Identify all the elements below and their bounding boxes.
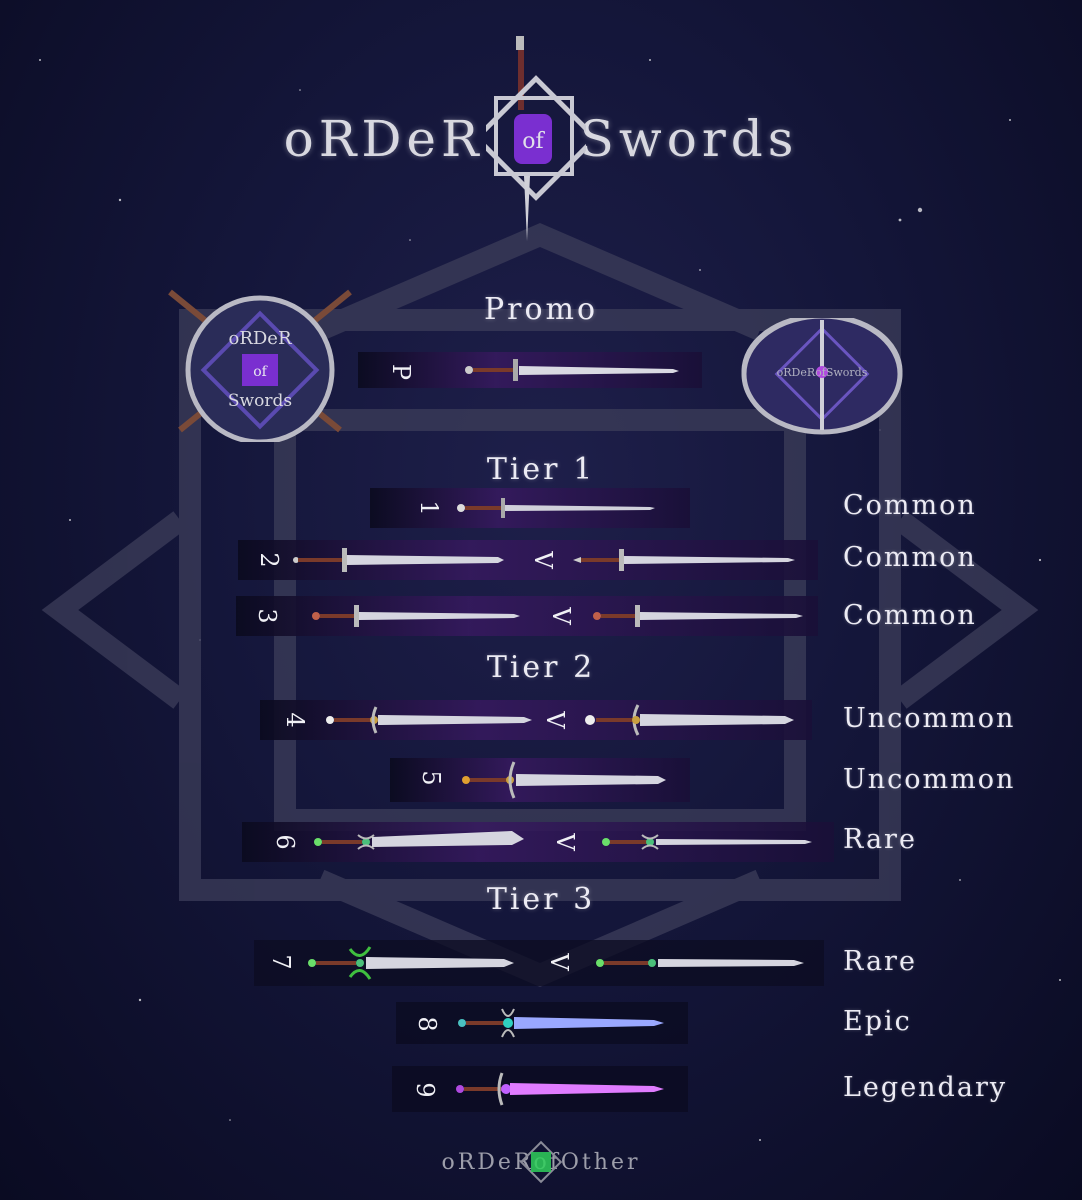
title-logo: oRDeR Swords	[0, 110, 1082, 168]
title-right: Swords	[579, 110, 799, 168]
row-4-variant: V	[541, 711, 569, 729]
sword-row-9: 9	[392, 1066, 688, 1112]
row-2-variant: V	[529, 551, 557, 569]
left-emblem: oRDeR of Swords	[168, 289, 352, 442]
row-3-variant: V	[547, 607, 575, 625]
sword-row-8: 8	[396, 1002, 688, 1044]
sword-8	[458, 1008, 664, 1038]
sword-7	[308, 946, 514, 980]
row-2-rarity: Common	[843, 542, 977, 573]
title-middle: of	[522, 129, 545, 154]
title-left: oRDeR	[283, 110, 484, 168]
sword-row-5: 5	[390, 758, 690, 802]
row-3-number: 3	[253, 608, 281, 624]
left-emblem-line2: of	[253, 364, 268, 380]
sword-row-6: 6 V	[242, 822, 834, 862]
promo-row: P	[358, 352, 702, 388]
right-emblem: oRDeRofSwords	[741, 318, 903, 435]
row-4-rarity: Uncommon	[843, 703, 1016, 734]
right-emblem-text: oRDeRofSwords	[777, 366, 868, 379]
promo-tag: P	[387, 363, 415, 381]
sword-6-variant	[602, 834, 812, 850]
sword-3	[312, 605, 520, 627]
sword-7-variant	[596, 959, 804, 967]
left-emblem-line3: Swords	[228, 391, 292, 411]
sword-row-1: 1	[370, 488, 690, 528]
sword-2	[293, 548, 504, 572]
sword-4-variant	[585, 704, 794, 736]
row-4-number: 4	[281, 712, 309, 728]
row-5-rarity: Uncommon	[843, 764, 1016, 795]
row-8-rarity: Epic	[843, 1006, 912, 1037]
footer-emblem-gem	[519, 1140, 563, 1184]
promo-heading: Promo	[483, 292, 599, 327]
promo-sword	[465, 359, 679, 381]
sword-6	[314, 831, 524, 850]
row-6-rarity: Rare	[843, 824, 917, 855]
tier-1-heading: Tier 1	[486, 452, 596, 487]
sword-2-variant	[573, 549, 795, 571]
sword-row-3: 3 V	[236, 596, 818, 636]
row-6-variant: V	[551, 833, 579, 851]
sword-4	[326, 706, 532, 734]
sword-1	[457, 498, 655, 518]
sword-row-4: 4 V	[260, 700, 812, 740]
row-5-number: 5	[417, 770, 445, 786]
row-7-number: 7	[267, 954, 295, 970]
left-emblem-line1: oRDeR	[228, 328, 291, 349]
row-1-number: 1	[415, 500, 443, 516]
title-emblem: of	[486, 36, 586, 241]
sword-row-2: 2 V	[238, 540, 818, 580]
sword-9	[456, 1072, 664, 1106]
sword-5	[462, 761, 666, 799]
row-9-number: 9	[411, 1082, 439, 1098]
row-7-variant: V	[545, 953, 573, 971]
row-3-rarity: Common	[843, 600, 977, 631]
tier-2-heading: Tier 2	[486, 650, 596, 685]
row-8-number: 8	[413, 1016, 441, 1032]
row-6-number: 6	[271, 834, 299, 850]
row-2-number: 2	[255, 552, 283, 568]
sword-row-7: 7 V	[254, 940, 824, 986]
row-7-rarity: Rare	[843, 946, 917, 977]
tier-3-heading: Tier 3	[486, 882, 596, 917]
row-1-rarity: Common	[843, 490, 977, 521]
row-9-rarity: Legendary	[843, 1072, 1008, 1103]
sword-3-variant	[593, 605, 803, 627]
